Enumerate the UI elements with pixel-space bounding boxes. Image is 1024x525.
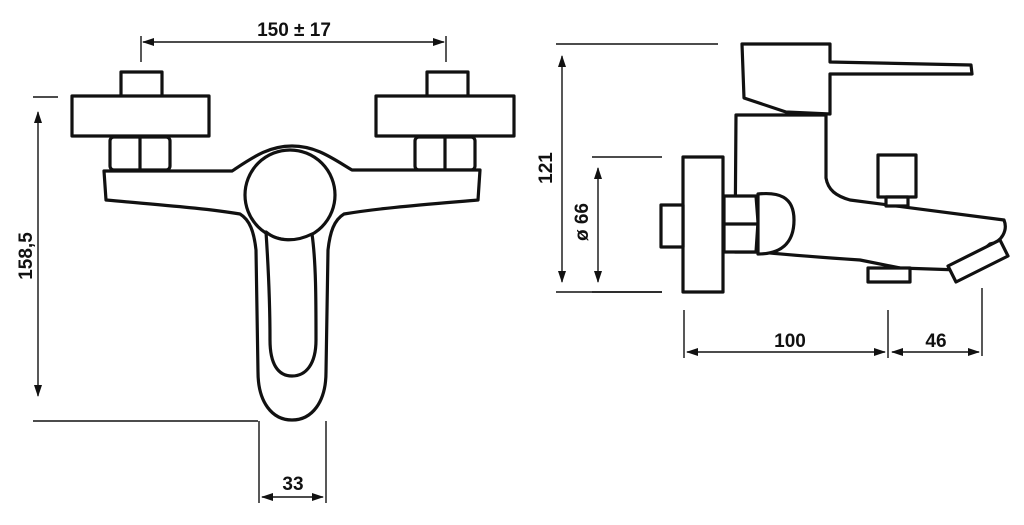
dimension-front-height: 158,5	[16, 96, 258, 422]
dimension-center-spacing: 150 ± 17	[140, 20, 447, 62]
right-connector-stub	[425, 70, 470, 100]
dimension-label-side-height: 121	[536, 152, 557, 184]
dimension-body-width: 33	[258, 421, 327, 503]
left-hex-nut	[108, 135, 172, 172]
dimension-wall-to-spout: 100	[683, 310, 889, 358]
side-view	[659, 42, 1010, 294]
dimension-label-wall-to-spout: 100	[774, 331, 806, 352]
side-connector-stub	[659, 203, 685, 249]
left-escutcheon	[70, 94, 211, 138]
dimension-label-front-height: 158,5	[16, 232, 37, 280]
dimension-flange-diameter: ø 66	[572, 156, 662, 293]
right-hex-nut	[413, 135, 477, 172]
handle-lever	[264, 230, 318, 378]
side-diverter-knob	[876, 153, 918, 199]
dimension-label-flange-diameter: ø 66	[572, 203, 593, 241]
side-union	[756, 191, 796, 256]
dimension-label-body-width: 33	[282, 474, 303, 495]
dimension-spout-projection: 46	[891, 288, 983, 356]
left-connector-stub	[119, 70, 164, 100]
side-lever-handle	[740, 42, 974, 116]
dimension-side-height: 121	[536, 43, 718, 293]
right-escutcheon	[374, 94, 516, 138]
side-shower-outlet	[866, 266, 912, 284]
dimension-label-center-spacing: 150 ± 17	[257, 20, 331, 41]
side-wall-flange	[681, 155, 725, 294]
front-view	[70, 70, 516, 422]
dimension-label-spout-projection: 46	[925, 331, 946, 352]
side-diverter-stem	[884, 195, 910, 208]
handle-disc	[243, 148, 337, 242]
side-spout-nozzle	[946, 238, 1010, 284]
